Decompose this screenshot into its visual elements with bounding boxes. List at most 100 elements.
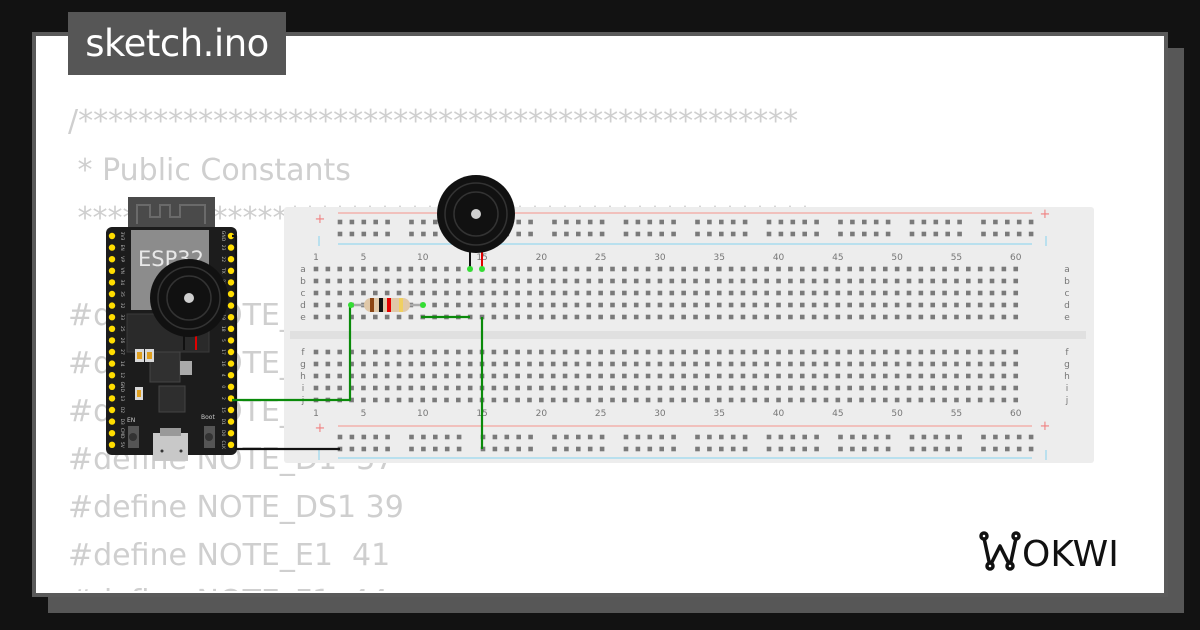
svg-text:a: a (1064, 265, 1070, 275)
svg-text:5: 5 (361, 253, 367, 263)
svg-text:25: 25 (595, 409, 606, 419)
svg-text:c: c (301, 289, 306, 299)
svg-text:e: e (300, 313, 306, 323)
code-line: #define NOTE_DS1 39 (68, 490, 404, 525)
svg-text:20: 20 (536, 409, 548, 419)
svg-text:35: 35 (714, 253, 725, 263)
svg-text:55: 55 (951, 253, 962, 263)
svg-text:5: 5 (220, 339, 226, 342)
svg-text:b: b (1064, 277, 1070, 287)
svg-text:20: 20 (536, 253, 548, 263)
svg-text:40: 40 (773, 253, 785, 263)
svg-text:45: 45 (832, 409, 843, 419)
svg-text:CLK: CLK (220, 440, 226, 450)
svg-text:b: b (300, 277, 306, 287)
svg-text:TX: TX (220, 267, 226, 274)
svg-text:25: 25 (595, 253, 606, 263)
svg-text:26: 26 (119, 338, 125, 344)
svg-text:35: 35 (119, 291, 125, 297)
svg-text:e: e (1064, 313, 1070, 323)
svg-text:30: 30 (654, 409, 666, 419)
svg-text:VN: VN (119, 268, 125, 274)
svg-text:30: 30 (654, 253, 666, 263)
breadboard[interactable]: + + + + 11551010151520202525303035354040… (284, 207, 1094, 463)
resistor[interactable] (348, 298, 426, 312)
buzzer-esp32[interactable] (150, 259, 228, 350)
svg-text:3V3: 3V3 (119, 232, 125, 241)
svg-text:27: 27 (119, 349, 125, 355)
wokwi-logo-icon: OKWI (979, 531, 1119, 575)
svg-text:c: c (1065, 289, 1070, 299)
svg-text:d: d (1064, 301, 1070, 311)
svg-text:60: 60 (1010, 253, 1022, 263)
wokwi-logo[interactable]: OKWI (978, 528, 1150, 578)
svg-text:+: + (1040, 207, 1051, 222)
svg-text:EN: EN (119, 244, 125, 250)
svg-text:D0: D0 (220, 430, 226, 436)
svg-text:60: 60 (1010, 409, 1022, 419)
svg-text:h: h (1064, 372, 1070, 382)
svg-text:a: a (300, 265, 306, 275)
svg-text:i: i (1066, 384, 1069, 394)
svg-text:g: g (1064, 360, 1070, 370)
svg-text:5: 5 (361, 409, 367, 419)
svg-text:16: 16 (220, 361, 226, 367)
svg-text:13: 13 (119, 396, 125, 402)
code-line: /***************************************… (68, 104, 799, 139)
svg-text:f: f (1065, 348, 1069, 358)
svg-text:0: 0 (220, 385, 226, 388)
svg-text:10: 10 (417, 409, 429, 419)
svg-text:GND: GND (220, 231, 226, 242)
svg-text:5V: 5V (119, 442, 125, 449)
svg-text:33: 33 (119, 314, 125, 320)
code-line: #define NOTE_E1 41 (68, 538, 391, 573)
svg-text:f: f (301, 348, 305, 358)
svg-text:32: 32 (119, 303, 125, 309)
wires[interactable] (232, 234, 484, 451)
svg-text:35: 35 (714, 409, 725, 419)
svg-text:1: 1 (313, 253, 319, 263)
svg-text:+: + (315, 212, 326, 227)
wire-gnd (232, 234, 340, 451)
code-line: * Public Constants (68, 153, 351, 188)
svg-text:18: 18 (220, 326, 226, 332)
code-line: #define NOTE_F1 44 (68, 578, 388, 591)
svg-text:45: 45 (832, 253, 843, 263)
svg-text:50: 50 (891, 409, 903, 419)
svg-text:2: 2 (220, 397, 226, 400)
buzzer-breadboard[interactable] (437, 175, 515, 272)
svg-text:40: 40 (773, 409, 785, 419)
svg-text:1: 1 (313, 409, 319, 419)
svg-text:h: h (300, 372, 306, 382)
svg-text:17: 17 (220, 349, 226, 355)
svg-text:19: 19 (220, 314, 226, 320)
svg-text:D3: D3 (119, 418, 125, 424)
svg-text:12: 12 (119, 372, 125, 378)
svg-text:4: 4 (220, 374, 226, 377)
svg-text:i: i (302, 384, 305, 394)
svg-text:VP: VP (119, 256, 125, 262)
svg-text:d: d (300, 301, 306, 311)
svg-text:D1: D1 (220, 418, 226, 424)
svg-text:23: 23 (220, 245, 226, 251)
svg-text:15: 15 (220, 407, 226, 413)
svg-text:D2: D2 (119, 407, 125, 413)
svg-text:CMD: CMD (119, 428, 125, 439)
svg-text:34: 34 (119, 280, 125, 286)
svg-text:25: 25 (119, 326, 125, 332)
svg-text:EN: EN (127, 417, 135, 424)
file-tab[interactable]: sketch.ino (68, 12, 286, 75)
wokwi-wordmark: OKWI (1022, 534, 1119, 574)
svg-text:55: 55 (951, 409, 962, 419)
wire-signal (232, 305, 352, 402)
svg-text:g: g (300, 360, 306, 370)
svg-text:Boot: Boot (201, 414, 215, 421)
svg-text:50: 50 (891, 253, 903, 263)
svg-text:22: 22 (220, 256, 226, 262)
svg-text:j: j (1065, 396, 1069, 406)
svg-text:GND: GND (119, 382, 125, 393)
svg-text:+: + (1040, 419, 1051, 434)
svg-text:10: 10 (417, 253, 429, 263)
svg-text:+: + (315, 421, 326, 436)
